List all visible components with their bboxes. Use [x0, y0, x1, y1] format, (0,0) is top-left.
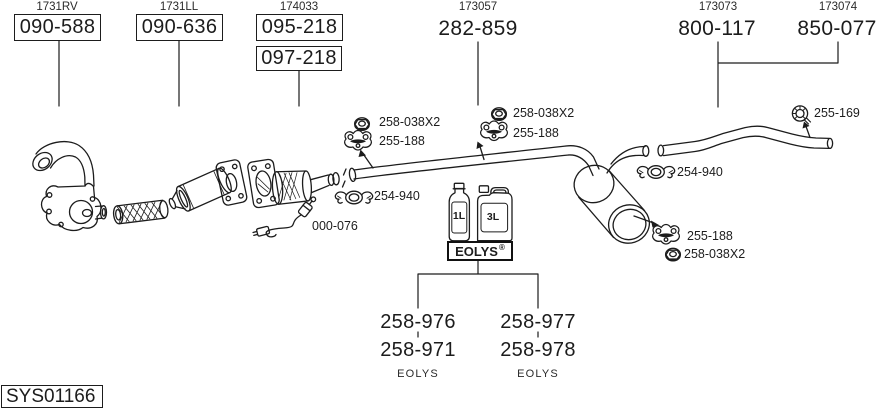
dpf-flange-drawing	[247, 158, 280, 209]
rubber-hanger-icon	[479, 120, 509, 142]
callout-part-number[interactable]: 258-038X2	[513, 106, 575, 120]
nut-icon	[353, 116, 371, 132]
part-number-box[interactable]: 090-588	[14, 14, 101, 41]
part-number[interactable]: 850-077	[797, 17, 877, 40]
flange-plate-drawing	[215, 159, 248, 206]
part-number[interactable]: 258-977	[500, 311, 576, 333]
eolys-caption: EOLYS	[517, 368, 559, 380]
muffler-drawing	[573, 145, 659, 244]
part-number-box[interactable]: 097-218	[256, 46, 342, 71]
callout-part-number[interactable]: 255-188	[687, 229, 733, 243]
callout-part-number[interactable]: 258-038X2	[684, 247, 746, 261]
tail-pipe-drawing	[657, 121, 834, 157]
registered-mark: ®	[498, 243, 505, 252]
ref-code: 173057	[458, 1, 498, 13]
nut-icon	[490, 106, 508, 122]
ref-code: 1731LL	[159, 1, 199, 13]
callout-part-number[interactable]: 255-188	[513, 126, 559, 140]
callout-part-number[interactable]: 254-940	[677, 165, 723, 179]
flex-pipe-drawing	[112, 199, 169, 225]
rubber-hanger-icon	[651, 223, 681, 245]
manifold-drawing	[32, 140, 108, 232]
pipe-clamp-icon	[334, 190, 374, 205]
centre-pipe-drawing	[341, 141, 600, 188]
eolys-tree-lines	[417, 260, 539, 338]
part-number-box[interactable]: 090-636	[136, 14, 223, 41]
eolys-brand-text: EOLYS	[455, 243, 498, 259]
part-number-box[interactable]: 095-218	[256, 14, 343, 41]
callout-part-number[interactable]: 254-940	[374, 189, 420, 203]
header-connector-lines	[58, 40, 839, 108]
eolys-bottles-drawing	[448, 182, 513, 242]
callout-part-number[interactable]: 255-188	[379, 134, 425, 148]
part-number[interactable]: 800-117	[678, 17, 756, 40]
callout-part-number[interactable]: 258-038X2	[379, 115, 441, 129]
catalytic-converter-drawing	[168, 167, 232, 212]
eolys-brand-box: EOLYS®	[447, 241, 513, 261]
eolys-caption: EOLYS	[397, 368, 439, 380]
callout-part-number[interactable]: 000-076	[312, 219, 358, 233]
rubber-hanger-icon	[343, 129, 373, 151]
bottle-size-label: 3L	[486, 211, 500, 223]
callout-part-number[interactable]: 255-169	[814, 106, 860, 120]
part-number[interactable]: 258-971	[380, 339, 456, 361]
pipe-clamp-icon	[636, 165, 676, 179]
nut-icon	[664, 247, 682, 262]
part-number[interactable]: 258-978	[500, 339, 576, 361]
part-number[interactable]: 282-859	[438, 17, 518, 40]
ref-code: 1731RV	[36, 1, 78, 13]
system-code-box: SYS01166	[1, 385, 103, 408]
particle-filter-drawing	[271, 170, 340, 205]
oxygen-sensor-drawing	[252, 196, 317, 238]
ref-code: 173073	[698, 1, 738, 13]
ring-clamp-icon	[791, 105, 812, 125]
ref-code: 174033	[279, 1, 319, 13]
system-code: SYS01166	[6, 385, 96, 407]
part-number[interactable]: 258-976	[380, 311, 456, 333]
bottle-size-label: 1L	[452, 210, 466, 222]
ref-code: 173074	[818, 1, 858, 13]
